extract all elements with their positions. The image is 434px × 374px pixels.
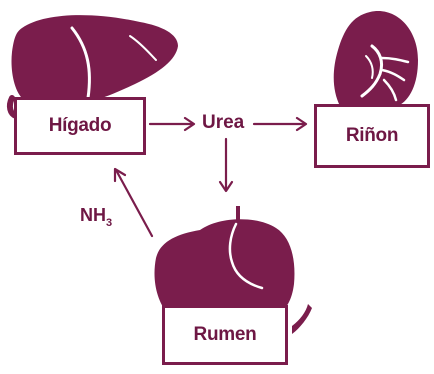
- urea-label: Urea: [202, 113, 244, 132]
- rumen-label-box: Rumen: [162, 305, 288, 365]
- kidney-label: Riñon: [346, 125, 398, 147]
- liver-label-box: Hígado: [14, 97, 146, 155]
- rumen-label: Rumen: [194, 324, 257, 346]
- arrow-urea-to-kidney: [254, 118, 306, 130]
- urea-text: Urea: [202, 112, 244, 133]
- ammonia-subscript: 3: [106, 217, 112, 229]
- kidney-icon: [334, 11, 418, 106]
- arrow-liver-to-urea: [150, 118, 194, 130]
- arrow-rumen-to-liver: [115, 169, 152, 236]
- kidney-label-box: Riñon: [314, 104, 430, 168]
- liver-label: Hígado: [49, 115, 112, 137]
- ammonia-base: NH: [80, 205, 106, 225]
- ammonia-label: NH3: [80, 206, 112, 229]
- arrow-urea-to-rumen: [220, 139, 232, 191]
